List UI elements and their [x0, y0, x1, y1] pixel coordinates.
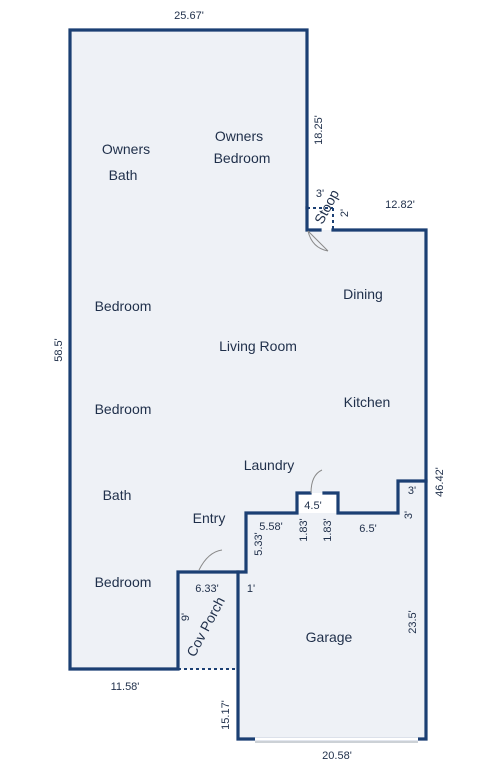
garage-fill	[238, 481, 426, 739]
living-room-label: Living Room	[219, 338, 297, 354]
dim-stoop-w: 3'	[316, 188, 324, 200]
dim-owners-right: 18.25'	[313, 115, 325, 145]
dim-laundry-bump-w: 4.5'	[304, 500, 321, 512]
dim-laundry-bump-h-left: 1.83'	[298, 518, 310, 542]
stoop-wall	[305, 206, 322, 232]
dim-laundry-bump-h-right: 1.83'	[322, 518, 334, 542]
bedroom-label-a: Bedroom	[95, 298, 152, 314]
kitchen-label: Kitchen	[344, 394, 391, 410]
kitchen-garage-wall	[322, 479, 428, 515]
dim-kitchen-bottom: 6.5'	[359, 523, 376, 535]
dining-label: Dining	[343, 286, 383, 302]
entry-garage-wall	[236, 491, 312, 574]
garage-label: Garage	[306, 629, 353, 645]
dim-garage-left: 15.17'	[220, 700, 232, 730]
dim-garage-bottom: 20.58'	[322, 750, 352, 762]
owners-bath-label-1: Owners	[102, 141, 150, 157]
entry-label: Entry	[193, 510, 226, 526]
dim-porch-gap: 1'	[247, 583, 255, 595]
entry-door-swing	[198, 549, 223, 571]
dim-top-width: 25.67'	[174, 10, 204, 22]
dim-right-jog-w: 3'	[408, 485, 416, 497]
owners-bedroom-label-2: Bedroom	[214, 150, 271, 166]
bath-label: Bath	[103, 487, 132, 503]
dim-porch-top: 6.33'	[195, 583, 219, 595]
dim-stoop-d: 2'	[339, 209, 351, 217]
dim-right-height: 46.42'	[434, 467, 446, 497]
owners-bath-label-2: Bath	[109, 167, 138, 183]
porch-fill	[178, 572, 238, 669]
main-floor-fill	[70, 30, 426, 669]
bedroom-label-b: Bedroom	[95, 401, 152, 417]
laundry-label: Laundry	[244, 457, 295, 473]
owners-bedroom-label-1: Owners	[215, 128, 263, 144]
dim-entry-side: 5.33'	[253, 532, 265, 556]
outer-wall	[68, 28, 428, 741]
dim-garage-side: 23.5'	[407, 610, 419, 634]
bedroom-label-c: Bedroom	[95, 574, 152, 590]
laundry-door-swing	[310, 469, 323, 494]
dim-porch-side: 9'	[180, 613, 192, 621]
stoop-door-swing	[307, 230, 329, 252]
dim-dining-top: 12.82'	[385, 199, 415, 211]
dim-left-height: 58.5'	[53, 338, 65, 362]
dim-bottom-left: 11.58'	[111, 681, 140, 693]
dim-entry-top: 5.58'	[259, 521, 283, 533]
dim-right-jog-h: 3'	[403, 511, 415, 519]
